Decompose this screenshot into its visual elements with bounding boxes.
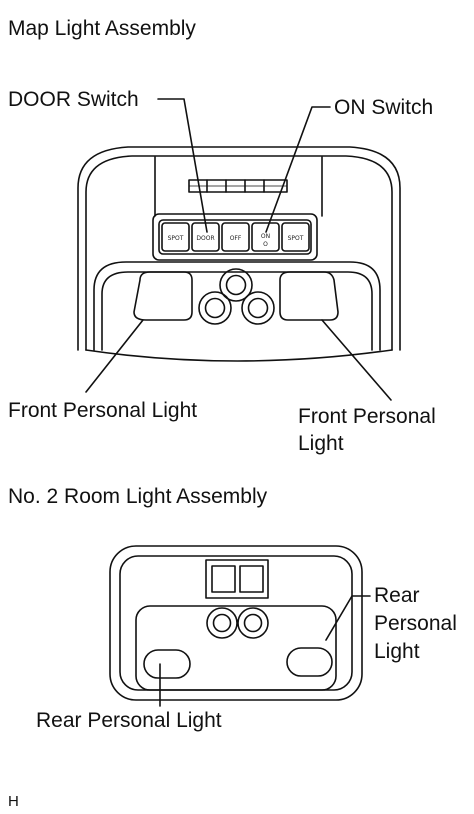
rear-personal-light-right[interactable] bbox=[286, 647, 333, 677]
map-light-lens-tray bbox=[85, 261, 393, 362]
front-personal-light-right-label-line1: Front Personal bbox=[298, 405, 436, 428]
map-light-housing bbox=[77, 146, 401, 351]
center-lamp-right bbox=[241, 291, 275, 325]
room-light-title: No. 2 Room Light Assembly bbox=[8, 485, 268, 508]
leader-lines-room bbox=[159, 595, 371, 707]
front-personal-light-right[interactable] bbox=[279, 271, 339, 321]
spot-button-right[interactable] bbox=[281, 222, 310, 252]
button-label-spot-left: SPOT bbox=[168, 235, 184, 242]
on-switch[interactable] bbox=[251, 222, 280, 252]
on-switch-label: ON Switch bbox=[334, 96, 434, 119]
rear-personal-light-right-label-line3: Light bbox=[374, 640, 420, 663]
button-label-off: OFF bbox=[230, 235, 242, 242]
front-personal-light-left[interactable] bbox=[133, 271, 193, 321]
rear-personal-light-right-label-line1: Rear bbox=[374, 584, 420, 607]
room-center-lamp-right bbox=[237, 607, 269, 639]
off-switch[interactable] bbox=[221, 222, 250, 252]
rear-personal-light-left[interactable] bbox=[143, 649, 191, 679]
button-label-spot-right: SPOT bbox=[288, 235, 304, 242]
leader-lines-map bbox=[85, 98, 392, 401]
room-center-lamp-left bbox=[206, 607, 238, 639]
rear-personal-light-right-label-line2: Personal bbox=[374, 612, 457, 635]
room-light-housing bbox=[109, 545, 363, 701]
switch-panel bbox=[152, 213, 318, 261]
button-label-door: DOOR bbox=[196, 235, 214, 242]
front-personal-light-left-label: Front Personal Light bbox=[8, 399, 198, 422]
center-lamp-left bbox=[198, 291, 232, 325]
center-lamp-top bbox=[219, 268, 253, 302]
button-label-on-sub: O bbox=[263, 241, 268, 248]
map-light-title: Map Light Assembly bbox=[8, 17, 196, 40]
button-label-on: ON bbox=[261, 233, 270, 240]
door-switch-label: DOOR Switch bbox=[8, 88, 139, 111]
spot-button-left[interactable] bbox=[161, 222, 190, 252]
rear-personal-light-bottom-label: Rear Personal Light bbox=[36, 709, 222, 732]
figure-code: H bbox=[8, 793, 19, 810]
front-personal-light-right-label-line2: Light bbox=[298, 432, 344, 455]
